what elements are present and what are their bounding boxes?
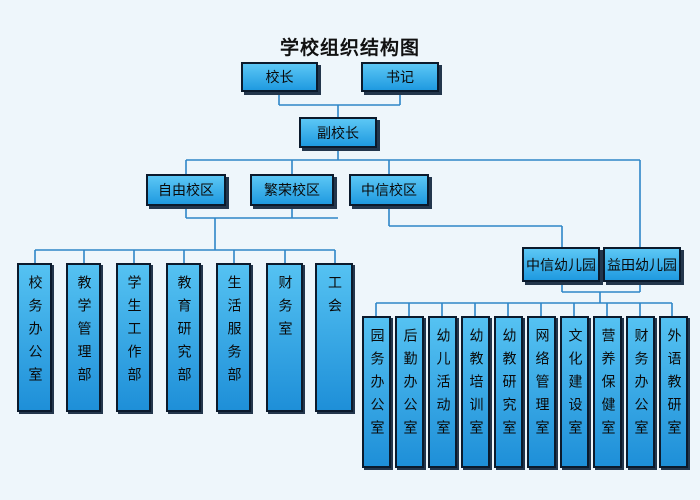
- node-department-label: 校务办公室: [26, 275, 43, 390]
- node-vice-principal: 副校长: [299, 117, 377, 148]
- node-department-label: 生活服务部: [225, 275, 242, 390]
- diagram-title: 学校组织结构图: [279, 37, 420, 59]
- node-kindergarten-office-label: 营养保健室: [599, 328, 616, 443]
- node-department: 生活服务部: [216, 263, 251, 412]
- node-kindergarten: 益田幼儿园: [603, 247, 681, 282]
- node-department-label: 教育研究部: [175, 275, 192, 390]
- node-campus: 繁荣校区: [250, 174, 334, 206]
- node-kindergarten-office: 文化建设室: [560, 316, 589, 468]
- node-principal: 校长: [241, 62, 318, 92]
- node-kindergarten-office-label: 幼儿活动室: [434, 328, 451, 443]
- node-kindergarten-office: 后勤办公室: [395, 316, 424, 468]
- node-kindergarten-label: 益田幼儿园: [607, 257, 677, 274]
- node-campus-label: 中信校区: [361, 183, 417, 199]
- node-kindergarten-office: 财务办公室: [626, 316, 655, 468]
- node-campus-label: 自由校区: [158, 183, 214, 199]
- node-kindergarten-label: 中信幼儿园: [526, 257, 596, 274]
- node-kindergarten-office-label: 财务办公室: [632, 328, 649, 443]
- node-department: 教育研究部: [166, 263, 201, 412]
- node-department: 财务室: [266, 263, 303, 412]
- node-kindergarten-office: 幼教培训室: [461, 316, 490, 468]
- node-department: 校务办公室: [17, 263, 52, 412]
- node-department-label: 教学管理部: [75, 275, 92, 390]
- node-kindergarten-office-label: 文化建设室: [566, 328, 583, 443]
- node-department: 工会: [315, 263, 353, 412]
- node-secretary: 书记: [361, 62, 439, 92]
- node-vice-principal-label: 副校长: [317, 125, 359, 142]
- node-principal-label: 校长: [265, 70, 294, 86]
- node-campus: 中信校区: [349, 174, 429, 206]
- node-kindergarten-office-label: 幼教培训室: [467, 328, 484, 443]
- node-kindergarten-office: 网络管理室: [527, 316, 556, 468]
- node-kindergarten-office-label: 网络管理室: [533, 328, 550, 443]
- node-kindergarten-office: 营养保健室: [593, 316, 622, 468]
- node-kindergarten-office: 外语教研室: [659, 316, 688, 468]
- node-secretary-label: 书记: [386, 70, 414, 86]
- node-department: 学生工作部: [116, 263, 151, 412]
- node-campus: 自由校区: [146, 174, 226, 206]
- node-kindergarten-office-label: 幼教研究室: [500, 328, 517, 443]
- node-kindergarten-office-label: 园务办公室: [368, 328, 385, 443]
- node-kindergarten-office: 园务办公室: [362, 316, 391, 468]
- node-kindergarten-office-label: 外语教研室: [665, 328, 682, 443]
- node-kindergarten: 中信幼儿园: [522, 247, 600, 282]
- node-kindergarten-office-label: 后勤办公室: [401, 328, 418, 443]
- node-campus-label: 繁荣校区: [264, 183, 320, 199]
- node-department-label: 财务室: [276, 275, 293, 344]
- node-department-label: 学生工作部: [125, 275, 142, 390]
- node-kindergarten-office: 幼教研究室: [494, 316, 523, 468]
- node-department-label: 工会: [326, 275, 342, 321]
- node-department: 教学管理部: [66, 263, 101, 412]
- node-kindergarten-office: 幼儿活动室: [428, 316, 457, 468]
